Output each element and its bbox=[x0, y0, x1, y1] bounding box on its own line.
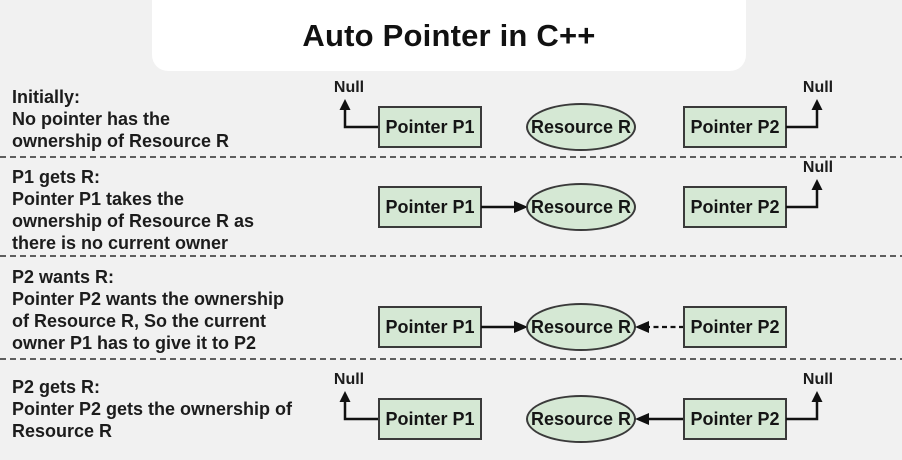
row2-line: there is no current owner bbox=[12, 233, 229, 253]
row2-heading: P1 gets R: bbox=[12, 167, 101, 187]
row4-heading: P2 gets R: bbox=[12, 377, 101, 397]
row1-line: ownership of Resource R bbox=[12, 131, 230, 151]
row1-line: No pointer has the bbox=[12, 109, 171, 129]
row1-p1-null-arrow bbox=[339, 99, 380, 129]
row4-p2-null-label: Null bbox=[802, 371, 834, 388]
row3-line: owner P1 has to give it to P2 bbox=[12, 333, 257, 353]
title-card: Auto Pointer in C++ bbox=[152, 0, 746, 71]
row4-p2-owns-resource-arrow bbox=[635, 413, 684, 425]
row-separator bbox=[0, 358, 902, 360]
row3-heading: P2 wants R: bbox=[12, 267, 115, 287]
row1-caption: Initially: No pointer has the ownership … bbox=[12, 86, 362, 152]
row4-pointer-p2-box: Pointer P2 bbox=[683, 398, 787, 440]
row2-p2-null-arrow bbox=[786, 179, 823, 209]
row4-p1-null-arrow bbox=[339, 391, 380, 421]
row1-p1-null-label: Null bbox=[333, 79, 365, 96]
row2-line: ownership of Resource R as bbox=[12, 211, 255, 231]
row4-pointer-p1-box: Pointer P1 bbox=[378, 398, 482, 440]
row4-p2-null-arrow bbox=[786, 391, 823, 421]
row3-pointer-p1-box: Pointer P1 bbox=[378, 306, 482, 348]
row3-p2-wants-resource-dashed-arrow bbox=[635, 321, 684, 333]
row3-pointer-p2-box: Pointer P2 bbox=[683, 306, 787, 348]
row4-line: Resource R bbox=[12, 421, 113, 441]
row2-p2-null-label: Null bbox=[802, 159, 834, 176]
row4-p1-null-label: Null bbox=[333, 371, 365, 388]
page-title: Auto Pointer in C++ bbox=[302, 17, 596, 53]
row1-resource-ellipse: Resource R bbox=[526, 103, 636, 151]
row3-line: Pointer P2 wants the ownership bbox=[12, 289, 285, 309]
row-separator bbox=[0, 255, 902, 257]
row1-pointer-p2-box: Pointer P2 bbox=[683, 106, 787, 148]
row3-p1-owns-resource-arrow bbox=[481, 321, 528, 333]
row1-p2-null-arrow bbox=[786, 99, 823, 129]
row-separator bbox=[0, 156, 902, 158]
row2-line: Pointer P1 takes the bbox=[12, 189, 185, 209]
row1-pointer-p1-box: Pointer P1 bbox=[378, 106, 482, 148]
row1-heading: Initially: bbox=[12, 87, 81, 107]
row3-line: of Resource R, So the current bbox=[12, 311, 267, 331]
row1-p2-null-label: Null bbox=[802, 79, 834, 96]
row4-resource-ellipse: Resource R bbox=[526, 395, 636, 443]
row3-caption: P2 wants R: Pointer P2 wants the ownersh… bbox=[12, 266, 362, 354]
row2-p1-owns-resource-arrow bbox=[481, 201, 528, 213]
row4-line: Pointer P2 gets the ownership of bbox=[12, 399, 293, 419]
row2-caption: P1 gets R: Pointer P1 takes the ownershi… bbox=[12, 166, 362, 254]
row2-resource-ellipse: Resource R bbox=[526, 183, 636, 231]
row4-caption: P2 gets R: Pointer P2 gets the ownership… bbox=[12, 376, 362, 442]
row2-pointer-p2-box: Pointer P2 bbox=[683, 186, 787, 228]
row3-resource-ellipse: Resource R bbox=[526, 303, 636, 351]
row2-pointer-p1-box: Pointer P1 bbox=[378, 186, 482, 228]
